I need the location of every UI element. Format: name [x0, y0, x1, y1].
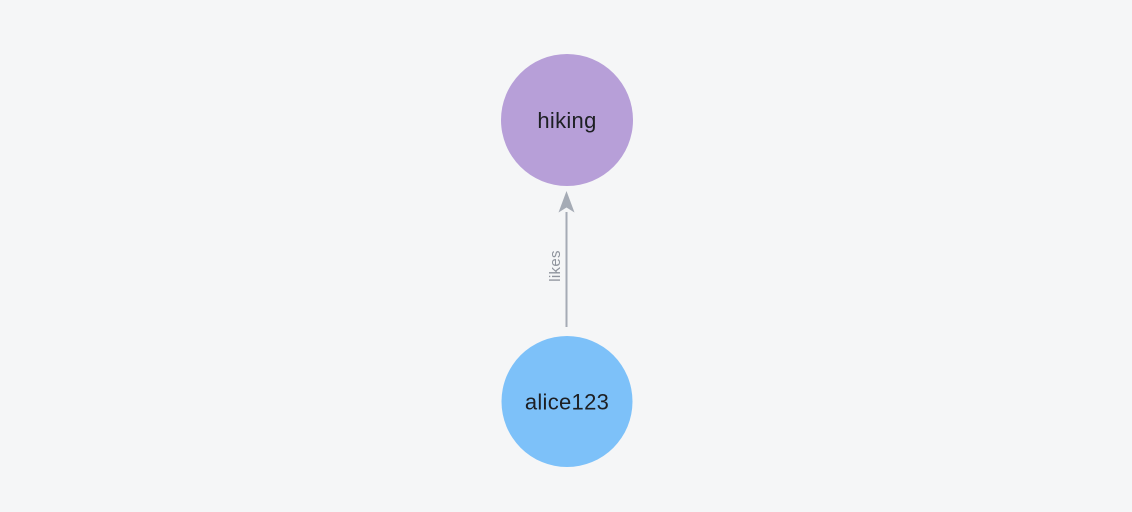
- node-hiking[interactable]: hiking: [501, 54, 633, 186]
- node-alice123-label: alice123: [525, 390, 609, 415]
- edge-label: likes: [547, 250, 564, 282]
- edge-likes[interactable]: likes: [547, 191, 575, 327]
- node-hiking-label: hiking: [537, 108, 596, 133]
- node-hiking-circle[interactable]: [501, 54, 633, 186]
- arrowhead-up-icon: [558, 191, 575, 213]
- node-alice123[interactable]: alice123: [501, 336, 633, 467]
- node-alice123-circle[interactable]: [501, 336, 633, 467]
